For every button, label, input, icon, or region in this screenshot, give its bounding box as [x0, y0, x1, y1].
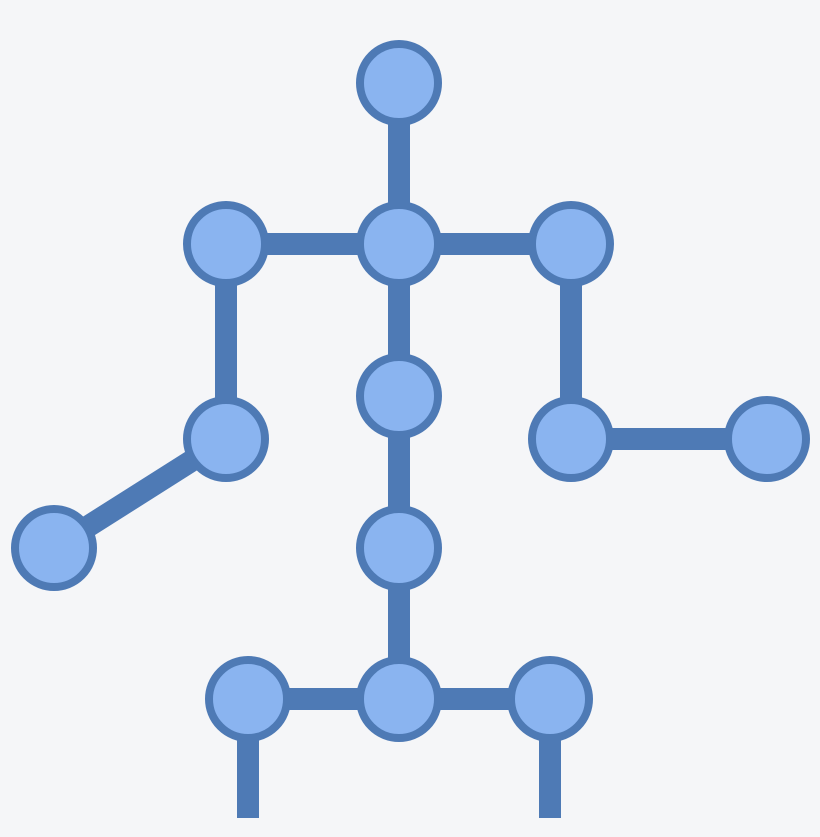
joint-shoulderL	[183, 201, 269, 287]
joint-head	[356, 40, 442, 126]
joint-handR	[724, 396, 810, 482]
joint-pelvis	[356, 656, 442, 742]
joint-shoulderR	[528, 201, 614, 287]
joint-spine1	[356, 353, 442, 439]
joint-elbowL	[183, 396, 269, 482]
joint-elbowR	[528, 396, 614, 482]
joint-hipL	[205, 656, 291, 742]
joint-neck	[356, 201, 442, 287]
joint-spine2	[356, 505, 442, 591]
joint-handL	[11, 505, 97, 591]
joints	[11, 40, 810, 742]
joint-hipR	[507, 656, 593, 742]
